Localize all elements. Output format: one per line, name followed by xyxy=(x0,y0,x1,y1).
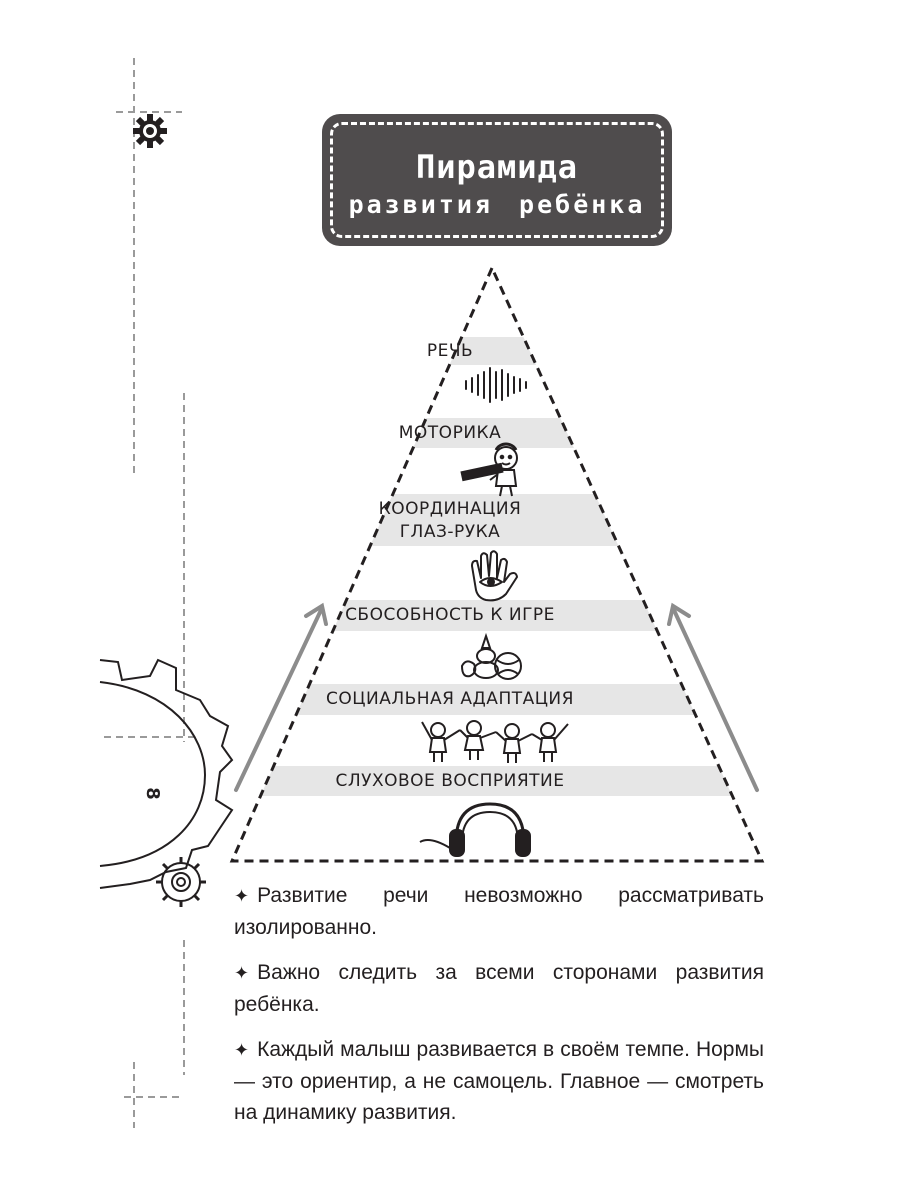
page-number: 8 xyxy=(141,787,163,800)
title-line-1: Пирамида xyxy=(415,148,579,186)
level-label-speech: РЕЧЬ xyxy=(426,341,474,361)
note-text: Важно следить за всеми сторонами развити… xyxy=(234,961,764,1016)
level-label-coordination-1: КООРДИНАЦИЯ xyxy=(378,499,522,519)
note-item: ✦Каждый малыш развивается в своём темпе.… xyxy=(234,1034,764,1128)
small-gear-icon xyxy=(133,114,167,148)
title-box: Пирамида развития ребёнка xyxy=(322,114,672,246)
level-label-hearing: СЛУХОВОЕ ВОСПРИЯТИЕ xyxy=(335,771,565,791)
side-arrows xyxy=(234,602,759,792)
level-label-play: СБОСОБНОСТЬ К ИГРЕ xyxy=(345,605,555,625)
dashed-guide-lines xyxy=(104,58,195,1128)
sound-wave-icon xyxy=(465,367,527,403)
child-with-toy-icon xyxy=(460,442,518,497)
star-bullet-icon: ✦ xyxy=(234,963,250,983)
star-bullet-icon: ✦ xyxy=(234,1040,250,1060)
children-holding-hands-icon xyxy=(421,720,569,763)
large-gear-icon xyxy=(99,658,234,889)
star-bullet-icon: ✦ xyxy=(234,886,250,906)
note-item: ✦Развитие речи невозможно рассматривать … xyxy=(234,880,764,943)
note-text: Развитие речи невозможно рассматривать и… xyxy=(234,884,764,939)
toys-icon xyxy=(460,632,522,680)
pyramid-outline xyxy=(229,264,765,863)
small-gear-bottom-icon xyxy=(156,857,206,907)
level-label-social: СОЦИАЛЬНАЯ АДАПТАЦИЯ xyxy=(326,689,574,709)
note-text: Каждый малыш развивается в своём темпе. … xyxy=(234,1038,764,1124)
level-label-coordination-2: ГЛАЗ-РУКА xyxy=(399,522,501,542)
note-item: ✦Важно следить за всеми сторонами развит… xyxy=(234,957,764,1020)
notes-list: ✦Развитие речи невозможно рассматривать … xyxy=(234,880,764,1142)
title-line-2: развития ребёнка xyxy=(348,190,646,219)
eye-hand-icon xyxy=(471,550,518,602)
level-label-motor: МОТОРИКА xyxy=(398,423,502,443)
headphones-icon xyxy=(419,802,531,857)
